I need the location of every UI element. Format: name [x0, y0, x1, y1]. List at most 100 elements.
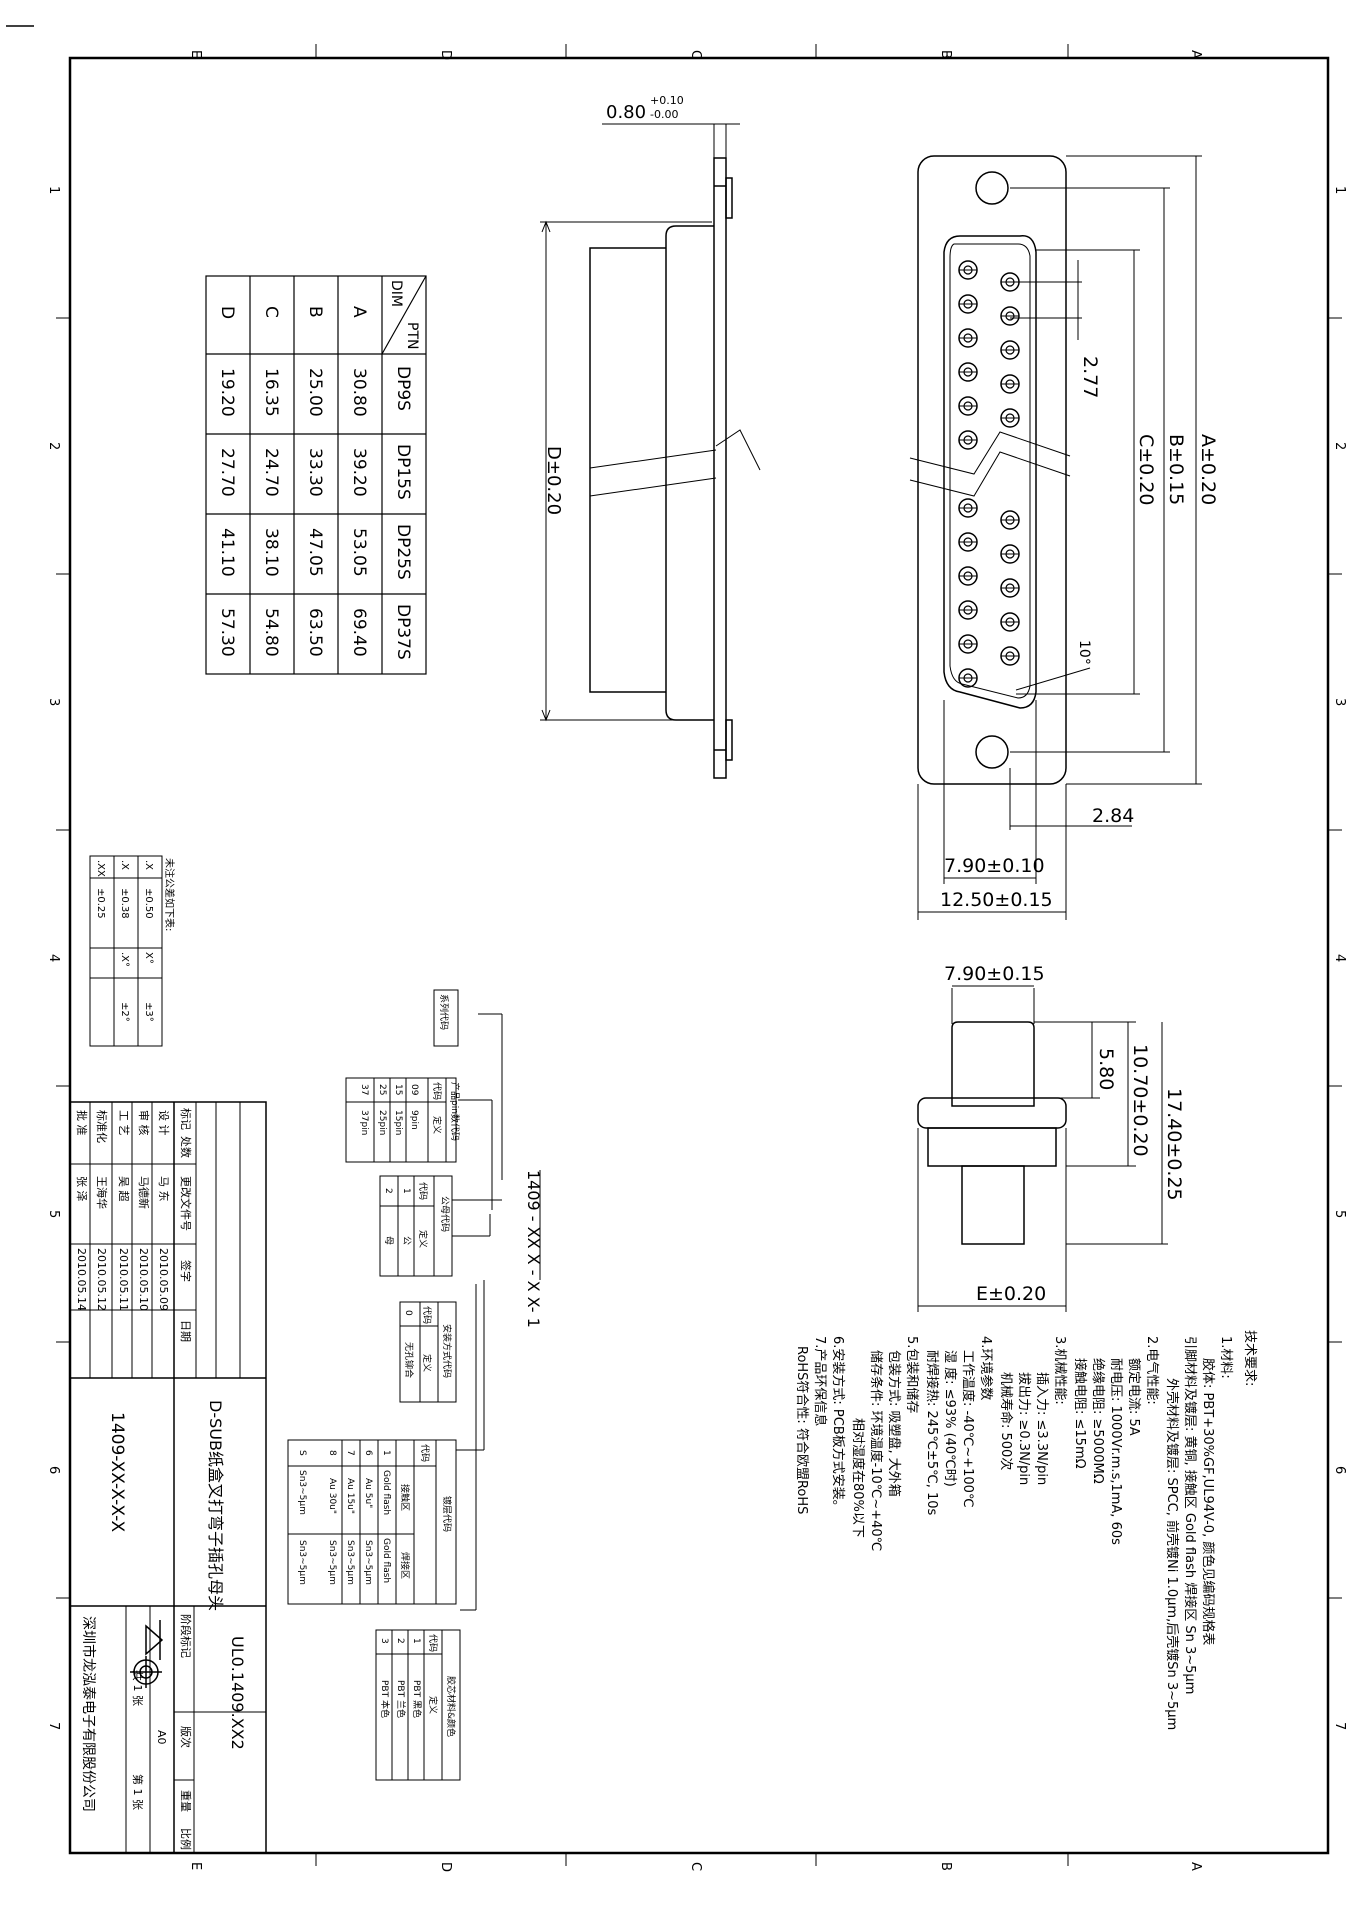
zone-letter: C	[688, 50, 703, 59]
zone-letter: C	[688, 1862, 703, 1871]
height-580-label: 5.80	[1095, 1048, 1117, 1090]
product-name: D-SUB纸盒叉打弯子插孔母头	[206, 1400, 225, 1611]
part-code-string: 1409 - XX X - X X- 1	[524, 1170, 543, 1328]
zone-number: 6	[1332, 1466, 1347, 1474]
tol-cell: ±0.38	[119, 888, 130, 919]
tol-cell: .X	[143, 860, 154, 870]
dimension-table	[205, 275, 427, 675]
sign-row: 王海华	[95, 1176, 109, 1209]
sign-header: 签字	[179, 1260, 193, 1282]
note-line: 7.产品环保信息	[812, 1336, 828, 1426]
sign-row: 2010.05.10	[137, 1248, 150, 1311]
zone-letter: D	[438, 50, 453, 60]
front-dim-labels: A±0.20 B±0.15 C±0.20 2.77 10° 2.84 7.90±…	[940, 356, 1219, 911]
gender-box-cell: 2	[383, 1188, 393, 1194]
sign-row: 标准化	[95, 1110, 109, 1143]
plating-code-text: 镀层代码 代码 接触区 焊接区 1 Gold flash Gold flash …	[297, 1444, 453, 1585]
table-cell: 16.35	[261, 368, 281, 417]
note-line: 4.环境参数	[978, 1336, 994, 1400]
sign-row: 2010.05.11	[117, 1248, 130, 1311]
material-code-box	[375, 1629, 461, 1781]
part-number: 1409-XX-X-X-X	[107, 1412, 127, 1532]
table-row-label: B	[305, 306, 325, 318]
plating-box-cell: Gold flash	[381, 1470, 391, 1515]
table-cell: 33.30	[305, 448, 325, 497]
thickness-tol-upper: +0.10	[650, 94, 684, 107]
zone-number: 2	[1332, 442, 1347, 450]
note-line: 机械寿命: 500次	[998, 1372, 1014, 1470]
note-line: 包装方式: 吸塑盘, 大外箱	[886, 1350, 902, 1497]
material-box-cell: PBT 黑色	[411, 1680, 423, 1718]
note-line: 6.安装方式: PCB板方式安装。	[830, 1336, 846, 1513]
table-cell: 53.05	[349, 528, 369, 577]
dim-e-label: E±0.20	[976, 1283, 1046, 1305]
zone-number: 4	[1332, 954, 1347, 962]
bottom-dim-labels: 7.90±0.15 5.80 10.70±0.20 17.40±0.25 E±0…	[944, 963, 1185, 1305]
table-header: DP15S	[393, 444, 413, 500]
width-790-label: 7.90±0.10	[944, 855, 1045, 877]
tol-cell: ±2°	[119, 1002, 130, 1022]
width-1250-label: 12.50±0.15	[940, 889, 1053, 911]
table-cell: 30.80	[349, 368, 369, 417]
install-box-header: 代码	[421, 1306, 432, 1324]
zone-numbers-right: 1 2 3 4 5 6 7	[1332, 186, 1347, 1730]
table-cell: 41.10	[217, 528, 237, 577]
drawing-frame	[6, 25, 1342, 1866]
table-header: DP37S	[393, 604, 413, 660]
note-line: 引脚材料及镀层: 黄铜, 接触区 Gold flash 焊接区 Sn 3~5μm	[1182, 1336, 1198, 1694]
sign-header: 日期	[179, 1320, 192, 1342]
note-line: 5.包装和储存	[904, 1336, 919, 1413]
material-box-header: 代码	[427, 1634, 438, 1652]
table-row-label: C	[261, 306, 281, 318]
note-line: 外壳材料及镀层: SPCC, 前壳镀Ni 1.0μm,后壳镀Sn 3~5μm	[1164, 1378, 1180, 1730]
pin-box-cell: 15pin	[393, 1110, 403, 1135]
pin-box-cell: 25	[377, 1084, 387, 1095]
table-corner-dim: DIM	[388, 280, 404, 307]
gender-code-text: 公母代码 代码 定义 1 公 2 母	[383, 1182, 450, 1248]
table-row-label: A	[349, 306, 369, 318]
gender-box-header: 代码	[417, 1182, 428, 1200]
sign-row: 2010.05.12	[95, 1248, 108, 1311]
thickness-tol-lower: -0.00	[650, 108, 678, 121]
gender-box-cell: 母	[383, 1236, 394, 1245]
angle-label: 10°	[1076, 640, 1092, 665]
table-cell: 39.20	[349, 448, 369, 497]
dimension-table-text: PTN DIM DP9S DP15S DP25S DP37S A 30.80 3…	[217, 280, 420, 660]
revision-label: 版次	[179, 1726, 193, 1748]
note-line: 1.材料:	[1218, 1336, 1233, 1379]
gender-box-title: 公母代码	[439, 1196, 450, 1232]
table-cell: 38.10	[261, 528, 281, 577]
zone-number: 1	[1332, 186, 1347, 194]
sign-row: 2010.05.09	[157, 1248, 170, 1311]
bottom-dim-lines	[917, 985, 1168, 1312]
pin-code-box	[345, 1077, 457, 1163]
zone-letter: E	[188, 50, 203, 58]
sign-row: 设 计	[157, 1110, 170, 1136]
zone-numbers-left: 1 2 3 4 5 6 7	[46, 186, 61, 1730]
tol-cell: ±0.50	[143, 888, 154, 919]
note-line: 拔出力: ≥0.3N/pin	[1016, 1372, 1031, 1485]
sign-row: 吴 超	[117, 1176, 131, 1202]
material-box-cell: PBT 本色	[379, 1680, 391, 1718]
material-box-cell: PBT 兰色	[395, 1680, 407, 1718]
sheet-number: 第 1 张	[131, 1774, 145, 1810]
material-box-header: 定义	[427, 1696, 439, 1714]
zone-number: 7	[46, 1722, 61, 1730]
side-profile-view	[589, 157, 761, 779]
pin-box-header: 定义	[431, 1116, 443, 1134]
gender-box-cell: 1	[401, 1188, 411, 1194]
note-line: RoHS符合性: 符合欧盟RoHS	[794, 1346, 810, 1514]
plating-box-cell: Gold flash	[381, 1538, 391, 1583]
zone-letter: A	[1188, 1862, 1203, 1871]
note-line: 耐电压: 1000Vr.m.s,1mA, 60s	[1108, 1358, 1123, 1545]
weight-label: 重量	[179, 1790, 193, 1812]
sign-row: 审 核	[137, 1110, 151, 1136]
plating-box-cell: Sn3~5μm	[363, 1540, 373, 1585]
zone-letter: B	[938, 1862, 953, 1871]
note-line: 储存条件: 环境温度-10℃~+40℃	[868, 1350, 884, 1551]
plating-box-header: 焊接区	[399, 1552, 411, 1579]
plating-box-header: 接触区	[399, 1484, 411, 1511]
sign-header: 处数	[179, 1136, 192, 1158]
tol-cell: .X	[119, 860, 130, 870]
tol-cell: X°	[143, 952, 154, 964]
